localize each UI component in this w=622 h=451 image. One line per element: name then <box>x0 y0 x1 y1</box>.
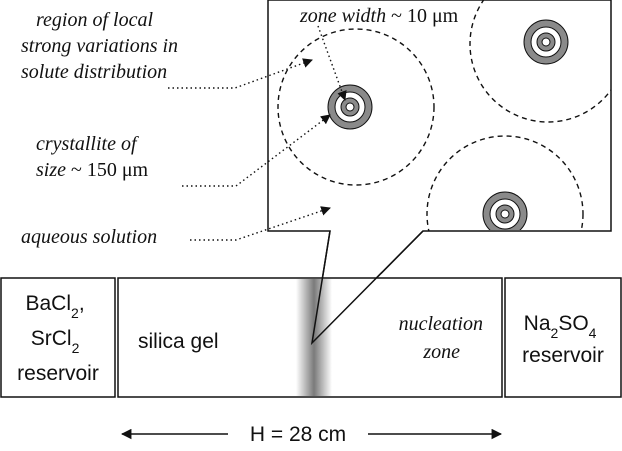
zone-width-label: zone width ~ 10 μm <box>299 5 459 27</box>
callout-tail <box>310 230 424 346</box>
svg-text:solute distribution: solute distribution <box>21 61 167 83</box>
height-label: H = 28 cm <box>250 423 346 446</box>
solute-region-circle-2 <box>469 0 611 123</box>
apparatus: BaCl2, SrCl2 reservoir silica gel nuclea… <box>0 230 622 398</box>
crystallite-1 <box>327 84 373 130</box>
svg-text:strong variations in: strong variations in <box>21 35 178 57</box>
left-reservoir-label: BaCl2, SrCl2 reservoir <box>17 292 99 385</box>
solute-region-circle-1 <box>277 28 435 186</box>
svg-text:crystallite of: crystallite of <box>36 133 139 155</box>
crystallite-2 <box>523 19 569 65</box>
svg-text:size ~ 150 μm: size ~ 150 μm <box>36 159 149 181</box>
aqueous-annotation: aqueous solution <box>21 226 157 248</box>
left-reservoir-box <box>0 277 116 398</box>
region-leader <box>168 58 313 89</box>
aqueous-leader <box>190 206 331 241</box>
right-reservoir-label: Na2SO4 reservoir <box>522 312 604 367</box>
svg-text:region of local: region of local <box>36 9 153 31</box>
crystallite-3 <box>482 191 528 230</box>
silica-gel-label: silica gel <box>138 330 219 353</box>
region-annotation: region of local strong variations in sol… <box>21 9 178 83</box>
zoom-callout: zone width ~ 10 μm <box>267 0 612 346</box>
nucleation-zone-label: nucleation zone <box>399 313 488 363</box>
solute-region-circle-3 <box>426 135 584 231</box>
nucleation-band <box>296 279 332 396</box>
right-reservoir-box <box>504 277 622 398</box>
height-dimension: H = 28 cm <box>120 423 503 446</box>
crystallite-annotation: crystallite of size ~ 150 μm <box>36 133 149 181</box>
crystallite-leader <box>182 114 331 187</box>
